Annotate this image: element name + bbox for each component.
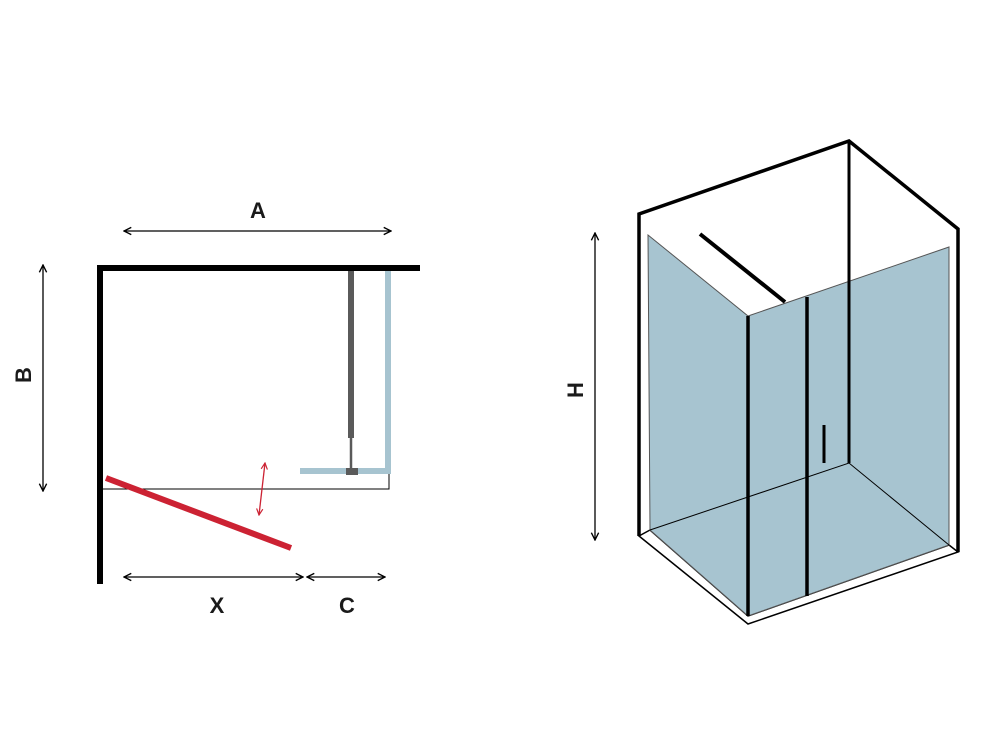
wall xyxy=(97,265,420,584)
label-a: A xyxy=(250,198,266,223)
swing-door xyxy=(104,475,293,551)
profile-foot xyxy=(346,468,358,475)
label-b: B xyxy=(11,367,36,383)
fixed-glass-panel xyxy=(300,271,391,474)
label-x: X xyxy=(210,593,225,618)
label-h: H xyxy=(563,382,588,398)
swing-arrow xyxy=(259,463,265,515)
stabilizer-bar xyxy=(698,232,787,304)
side-glass-panel xyxy=(647,233,749,618)
plan-view: A B X C xyxy=(11,198,420,618)
perspective-view: H xyxy=(563,139,960,625)
label-c: C xyxy=(339,593,355,618)
threshold-line xyxy=(102,474,390,490)
